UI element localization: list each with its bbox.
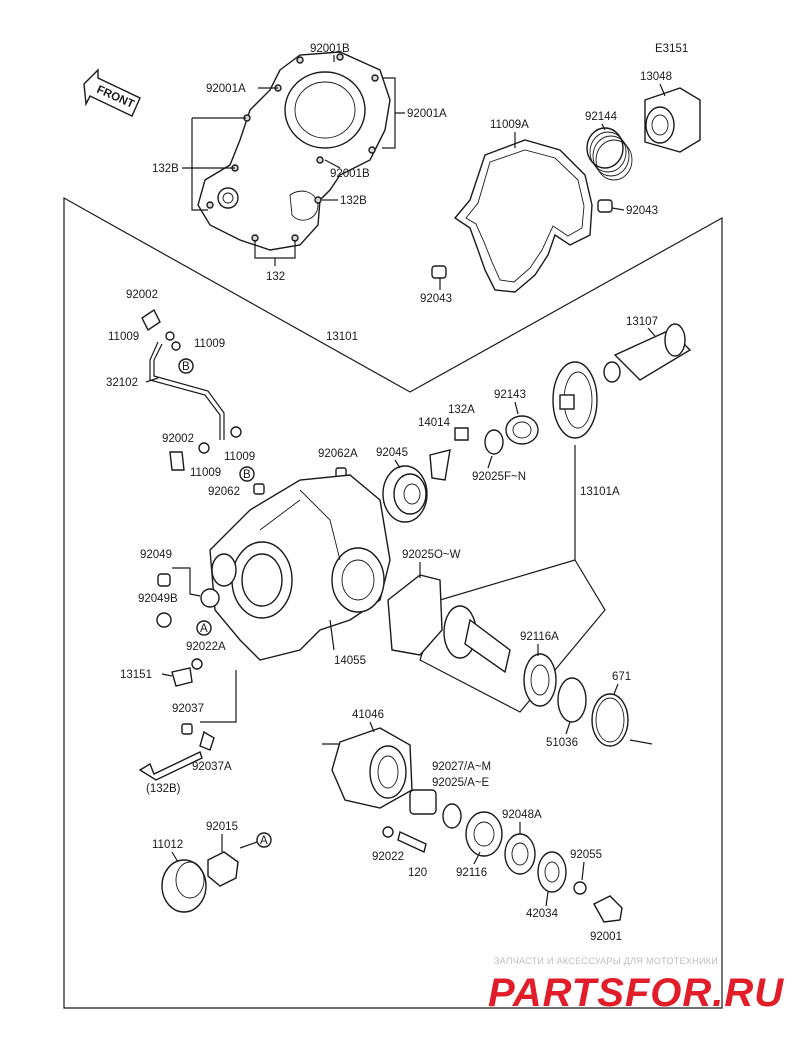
front-arrow-icon: FRONT <box>83 68 141 117</box>
label-92116A: 92116A <box>520 631 559 643</box>
ref-label-A-bottom: A <box>260 835 268 847</box>
label-92043-right: 92043 <box>626 205 658 217</box>
label-11009-c: 11009 <box>190 467 221 479</box>
label-92025F-N: 92025F~N <box>472 471 526 483</box>
diagram-code: E3151 <box>655 43 688 55</box>
label-13101: 13101 <box>326 331 358 343</box>
label-11009-a: 11009 <box>108 331 139 343</box>
label-11009-d: 11009 <box>224 451 255 463</box>
label-92037A: 92037A <box>192 761 232 773</box>
bearing-92045-drawing <box>382 465 428 523</box>
label-92055: 92055 <box>570 849 602 861</box>
dowel-pin-left-drawing <box>431 265 447 279</box>
label-92027A-M: 92027/A~M <box>432 761 491 773</box>
label-13151: 13151 <box>120 669 152 681</box>
pinion-gear-drawing <box>443 605 587 723</box>
seal-92143-drawing <box>484 415 539 455</box>
ref-label-B-top: B <box>182 361 190 373</box>
cap-11012-drawing <box>161 859 207 913</box>
ref-circle-A-bottom <box>256 832 272 848</box>
label-13101A: 13101A <box>580 486 620 498</box>
label-14014: 14014 <box>418 417 451 429</box>
shaft-13107-drawing <box>603 323 692 383</box>
label-11009A: 11009A <box>490 119 529 131</box>
label-41046: 41046 <box>352 709 384 721</box>
label-132B-right: 132B <box>340 195 367 207</box>
label-13107: 13107 <box>626 316 658 328</box>
bolt-92001-drawing <box>593 895 623 923</box>
label-92025O-W: 92025O~W <box>402 549 461 561</box>
label-92002-top: 92002 <box>126 289 158 301</box>
assembly-boundary <box>63 196 723 1009</box>
dowel-pin-right-drawing <box>597 199 613 213</box>
ref-circle-B-top <box>178 358 194 374</box>
label-14055: 14055 <box>334 655 366 667</box>
label-92001A-left: 92001A <box>206 83 246 95</box>
label-13048: 13048 <box>640 71 672 83</box>
label-42034: 42034 <box>526 908 559 920</box>
breather-pipe-drawing <box>141 308 225 440</box>
gasket-92025O-W-drawing <box>387 574 443 656</box>
label-92049: 92049 <box>140 549 172 561</box>
ring-gear-drawing <box>552 361 598 439</box>
ref-label-A-mid: A <box>200 623 208 635</box>
watermark-brand: PARTSFOR.RU <box>488 971 784 1015</box>
label-671: 671 <box>612 671 631 683</box>
o-ring-671-drawing <box>591 693 629 747</box>
label-92001B-top: 92001B <box>310 43 350 55</box>
label-92001A-right: 92001A <box>407 108 447 120</box>
label-92048A: 92048A <box>502 809 542 821</box>
label-120: 120 <box>408 867 427 879</box>
spring-drawing <box>586 127 633 181</box>
label-51036: 51036 <box>546 737 578 749</box>
label-92062A: 92062A <box>318 448 358 460</box>
label-92022A: 92022A <box>186 641 226 653</box>
label-132: 132 <box>266 271 285 283</box>
label-11009-b: 11009 <box>194 338 225 350</box>
bracket-14014-drawing <box>429 449 451 481</box>
label-92116: 92116 <box>456 867 487 879</box>
ref-label-B-mid: B <box>243 469 251 481</box>
label-132A: 132A <box>448 404 475 416</box>
gasket-drawing <box>453 139 593 293</box>
ref-circle-B-mid <box>239 466 255 482</box>
watermark-tagline: ЗАПЧАСТИ И АКСЕССУАРЫ ДЛЯ МОТОТЕХНИКИ <box>494 956 718 966</box>
label-132B-left: 132B <box>152 163 179 175</box>
bearing-92048A-drawing <box>504 833 536 875</box>
label-32102: 32102 <box>106 377 138 389</box>
label-11012: 11012 <box>152 839 183 851</box>
bearing-housing-drawing <box>331 727 413 809</box>
label-92049B: 92049B <box>138 593 178 605</box>
label-132B-paren: (132B) <box>146 783 181 795</box>
bearing-42034-drawing <box>537 851 567 893</box>
label-92025A-E: 92025/A~E <box>432 777 490 789</box>
label-92001B-mid: 92001B <box>330 168 370 180</box>
label-92002-mid: 92002 <box>162 433 194 445</box>
coupling-drawing <box>644 87 701 153</box>
collar-92027-drawing <box>409 789 437 815</box>
ref-circle-A-mid <box>196 620 212 636</box>
label-92022: 92022 <box>372 851 404 863</box>
label-92144: 92144 <box>585 111 618 123</box>
gear-case-drawing <box>209 474 391 661</box>
label-92143: 92143 <box>494 389 526 401</box>
label-92045: 92045 <box>376 447 408 459</box>
label-92043-left: 92043 <box>420 293 452 305</box>
upper-cover-drawing <box>197 51 391 251</box>
nut-92015-drawing <box>207 851 239 887</box>
label-92037: 92037 <box>172 703 204 715</box>
label-92015: 92015 <box>206 821 238 833</box>
bearing-92116-drawing <box>465 811 503 857</box>
label-92001: 92001 <box>590 931 622 943</box>
label-92062: 92062 <box>208 486 240 498</box>
